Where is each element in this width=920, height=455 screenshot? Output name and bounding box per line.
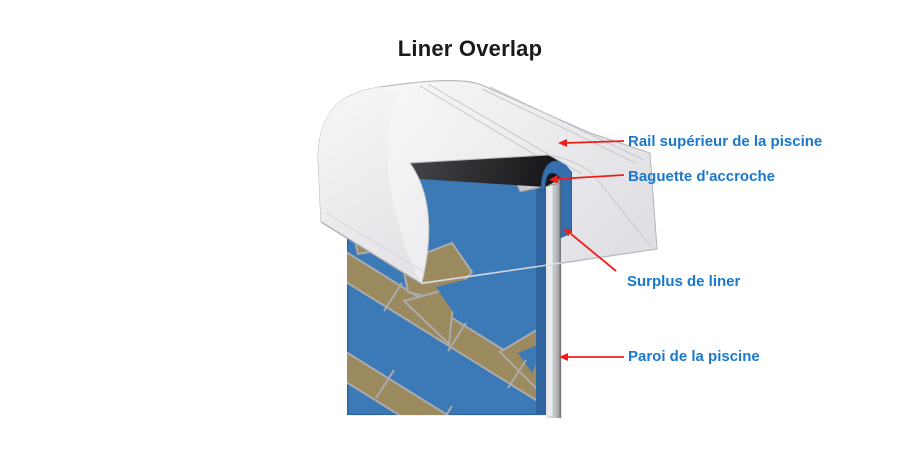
arrow-surplus-icon — [563, 228, 617, 272]
arrow-rail-icon — [558, 139, 625, 147]
page-title: Liner Overlap — [397, 36, 543, 61]
annotation-arrows — [549, 139, 625, 361]
label-paroi-piscine: Paroi de la piscine — [628, 348, 760, 365]
label-rail-superieur: Rail supérieur de la piscine — [628, 133, 823, 150]
label-surplus-liner: Surplus de liner — [627, 273, 741, 290]
arrow-paroi-icon — [559, 353, 624, 361]
label-baguette-accroche: Baguette d'accroche — [628, 168, 775, 185]
arrow-baguette-icon — [549, 174, 625, 184]
rail-cap-left-face — [318, 87, 420, 282]
rail-cap-edges — [320, 154, 658, 284]
